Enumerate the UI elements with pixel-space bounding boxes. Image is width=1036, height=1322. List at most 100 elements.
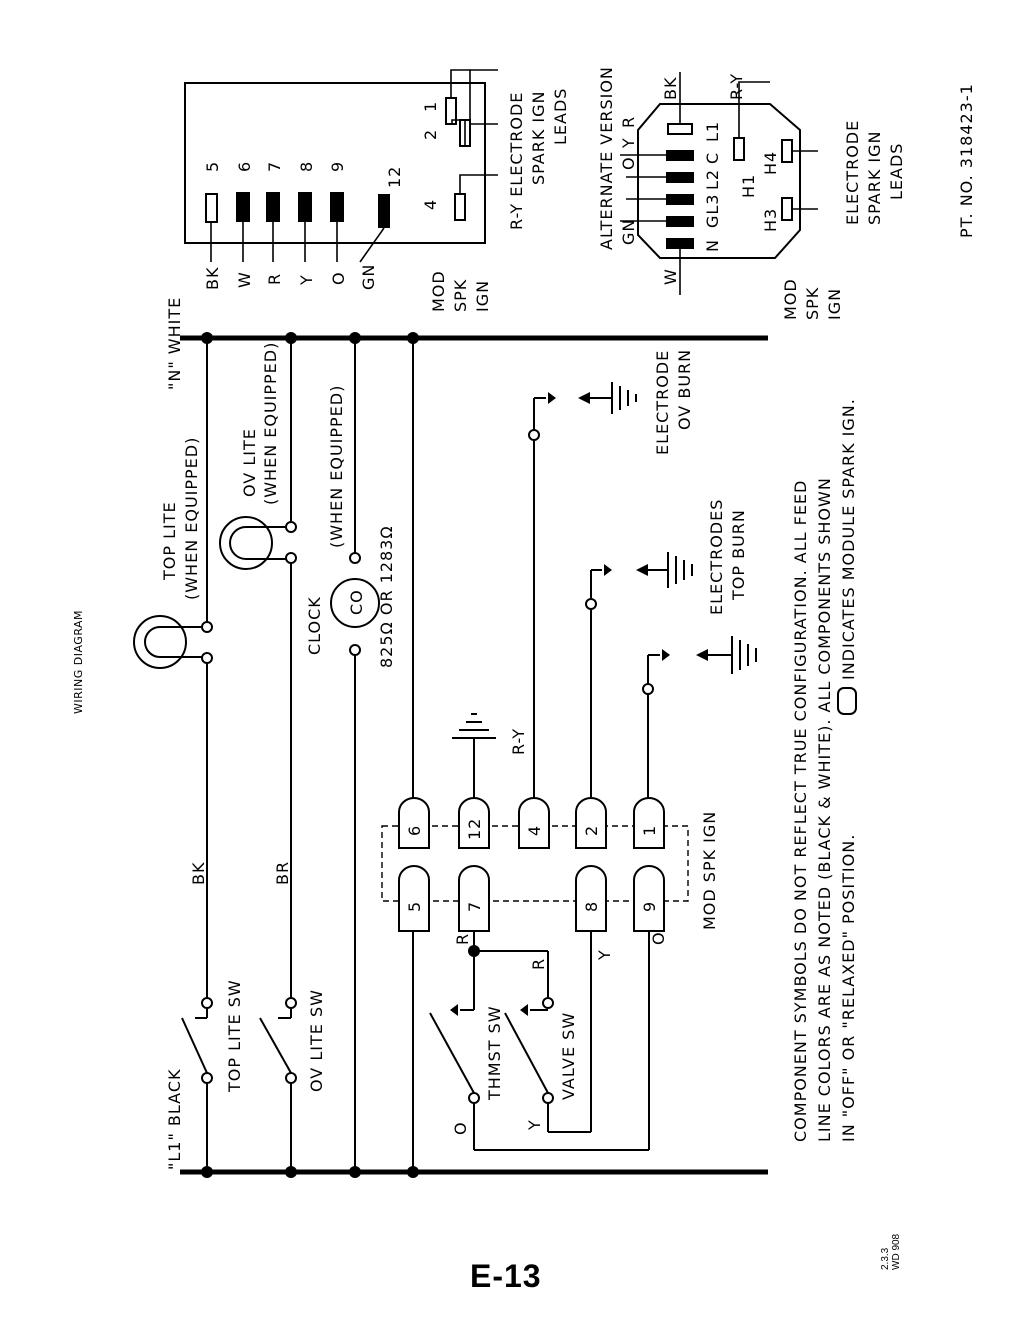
svg-text:6: 6 bbox=[235, 161, 254, 172]
svg-text:L2: L2 bbox=[703, 169, 722, 190]
module-label: MOD SPK IGN bbox=[700, 811, 719, 930]
svg-text:7: 7 bbox=[465, 901, 484, 912]
module-electrode-leads-2: SPARK IGN bbox=[529, 90, 548, 185]
alternate-electrode-leads-1: ELECTRODE bbox=[843, 120, 862, 225]
svg-text:Y: Y bbox=[619, 137, 638, 149]
svg-text:W: W bbox=[235, 271, 254, 288]
alternate-w-label: W bbox=[661, 268, 680, 285]
l1-label: "L1" BLACK bbox=[165, 1069, 184, 1170]
y-wire-label: Y bbox=[595, 949, 614, 961]
y-wire-label-2: Y bbox=[525, 1119, 544, 1131]
ov-burn-electrode-icon bbox=[578, 382, 637, 414]
svg-text:2: 2 bbox=[421, 129, 440, 140]
r-wire-label-2: R bbox=[529, 958, 548, 970]
page-label: E-13 bbox=[470, 1258, 542, 1294]
module-terminal-2: 2 bbox=[575, 797, 607, 849]
top-burn-lead bbox=[585, 564, 612, 798]
svg-text:4: 4 bbox=[421, 199, 440, 210]
top-lite-note: (WHEN EQUIPPED) bbox=[182, 437, 201, 600]
alternate-h4-label: H4 bbox=[761, 151, 780, 175]
br-wire-label: BR bbox=[273, 861, 292, 885]
top-burn-electrode-icon bbox=[636, 552, 693, 588]
svg-text:1: 1 bbox=[421, 101, 440, 112]
header-title: WIRING DIAGRAM bbox=[72, 610, 85, 714]
page-code: 2.3.3 WD 908 bbox=[880, 1234, 902, 1270]
module-electrode-leads-3: LEADS bbox=[551, 88, 570, 145]
top-lite-sw-label: TOP LITE SW bbox=[225, 979, 244, 1093]
svg-text:GL3: GL3 bbox=[703, 194, 722, 229]
ov-burn-label-1: ELECTRODE bbox=[653, 350, 672, 455]
svg-text:GN: GN bbox=[619, 219, 638, 245]
svg-text:L1: L1 bbox=[703, 121, 722, 142]
n-label: "N" WHITE bbox=[165, 297, 184, 390]
page-code-line-1: 2.3.3 bbox=[880, 1247, 891, 1270]
r-y-wire-label: R-Y bbox=[509, 728, 528, 755]
ov-lite-bulb-icon bbox=[219, 516, 286, 570]
note-line-1: COMPONENT SYMBOLS DO NOT REFLECT TRUE CO… bbox=[791, 480, 810, 1142]
module-terminal-12: 12 bbox=[458, 797, 490, 849]
svg-text:9: 9 bbox=[640, 901, 659, 912]
svg-text:Y: Y bbox=[297, 274, 316, 286]
thmst-sw-label: THMST SW bbox=[485, 1005, 504, 1101]
clock-label: CLOCK bbox=[305, 596, 324, 655]
alternate-bk-label: BK bbox=[661, 77, 680, 100]
alternate-connector-outline bbox=[637, 103, 801, 259]
svg-text:1: 1 bbox=[640, 825, 659, 836]
module-terminal-9: 9 bbox=[633, 865, 665, 932]
svg-text:2: 2 bbox=[582, 825, 601, 836]
ground-icon bbox=[452, 713, 496, 798]
module-pin-wire-colors: BK W R Y O GN bbox=[203, 264, 378, 290]
ov-lite-sw-label: OV LITE SW bbox=[307, 989, 326, 1092]
svg-text:5: 5 bbox=[405, 901, 424, 912]
ov-lite-note: (WHEN EQUIPPED) bbox=[261, 342, 280, 505]
svg-text:12: 12 bbox=[385, 166, 404, 188]
alternate-ry-label: R-Y bbox=[727, 73, 746, 100]
alternate-detail-label-1: MOD bbox=[781, 278, 800, 320]
bk-wire-label: BK bbox=[189, 862, 208, 885]
svg-text:5: 5 bbox=[203, 161, 222, 172]
alternate-detail-label-2: SPK bbox=[803, 287, 822, 320]
clock-symbol: CO bbox=[347, 589, 366, 615]
clock-note: (WHEN EQUIPPED) bbox=[327, 385, 346, 548]
note-line-3b: INDICATES MODULE SPARK IGN. bbox=[839, 398, 858, 680]
module-terminal-4: 4 bbox=[518, 797, 550, 849]
svg-text:R: R bbox=[265, 273, 284, 285]
ov-lite-branch bbox=[259, 338, 297, 1172]
alternate-h3-label: H3 bbox=[761, 208, 780, 232]
electrode-1-lead bbox=[642, 649, 670, 798]
module-spark-pins: 1 2 4 bbox=[421, 69, 498, 221]
module-detail-label-3: IGN bbox=[473, 280, 492, 312]
svg-text:7: 7 bbox=[265, 161, 284, 172]
svg-text:8: 8 bbox=[582, 901, 601, 912]
alternate-h1-label: H1 bbox=[739, 174, 758, 198]
svg-text:BK: BK bbox=[203, 267, 222, 290]
svg-text:6: 6 bbox=[405, 825, 424, 836]
svg-text:C: C bbox=[703, 152, 722, 164]
module-terminal-7: 7 bbox=[458, 865, 490, 932]
note-line-3a: IN "OFF" OR "RELAXED" POSITION. bbox=[839, 834, 858, 1142]
svg-text:R: R bbox=[619, 116, 638, 128]
o-wire-label: O bbox=[649, 931, 668, 945]
alternate-left-wires: GN O Y R bbox=[619, 116, 638, 245]
ov-burn-lead bbox=[528, 392, 556, 798]
svg-text:O: O bbox=[619, 156, 638, 170]
alternate-pin-labels: N GL3 L2 C L1 bbox=[703, 121, 722, 252]
top-lite-bulb-icon bbox=[133, 615, 202, 669]
module-terminal-8: 8 bbox=[575, 865, 607, 932]
module-symbol-icon bbox=[837, 687, 857, 715]
top-lite-label: TOP LITE bbox=[160, 501, 179, 581]
svg-text:4: 4 bbox=[525, 825, 544, 836]
module-terminal-1: 1 bbox=[633, 797, 665, 849]
svg-text:8: 8 bbox=[297, 161, 316, 172]
alternate-electrode-leads-3: LEADS bbox=[887, 143, 906, 200]
clock-branch bbox=[330, 338, 380, 1172]
page-code-line-2: WD 908 bbox=[891, 1233, 902, 1270]
valve-sw-label: VALVE SW bbox=[559, 1012, 578, 1100]
alternate-detail-label-3: IGN bbox=[825, 288, 844, 320]
o-wire-label-2: O bbox=[451, 1121, 470, 1135]
alternate-connector-pins bbox=[620, 72, 818, 295]
svg-text:O: O bbox=[329, 271, 348, 285]
top-burn-label-1: ELECTRODES bbox=[707, 499, 726, 615]
svg-text:N: N bbox=[703, 239, 722, 252]
